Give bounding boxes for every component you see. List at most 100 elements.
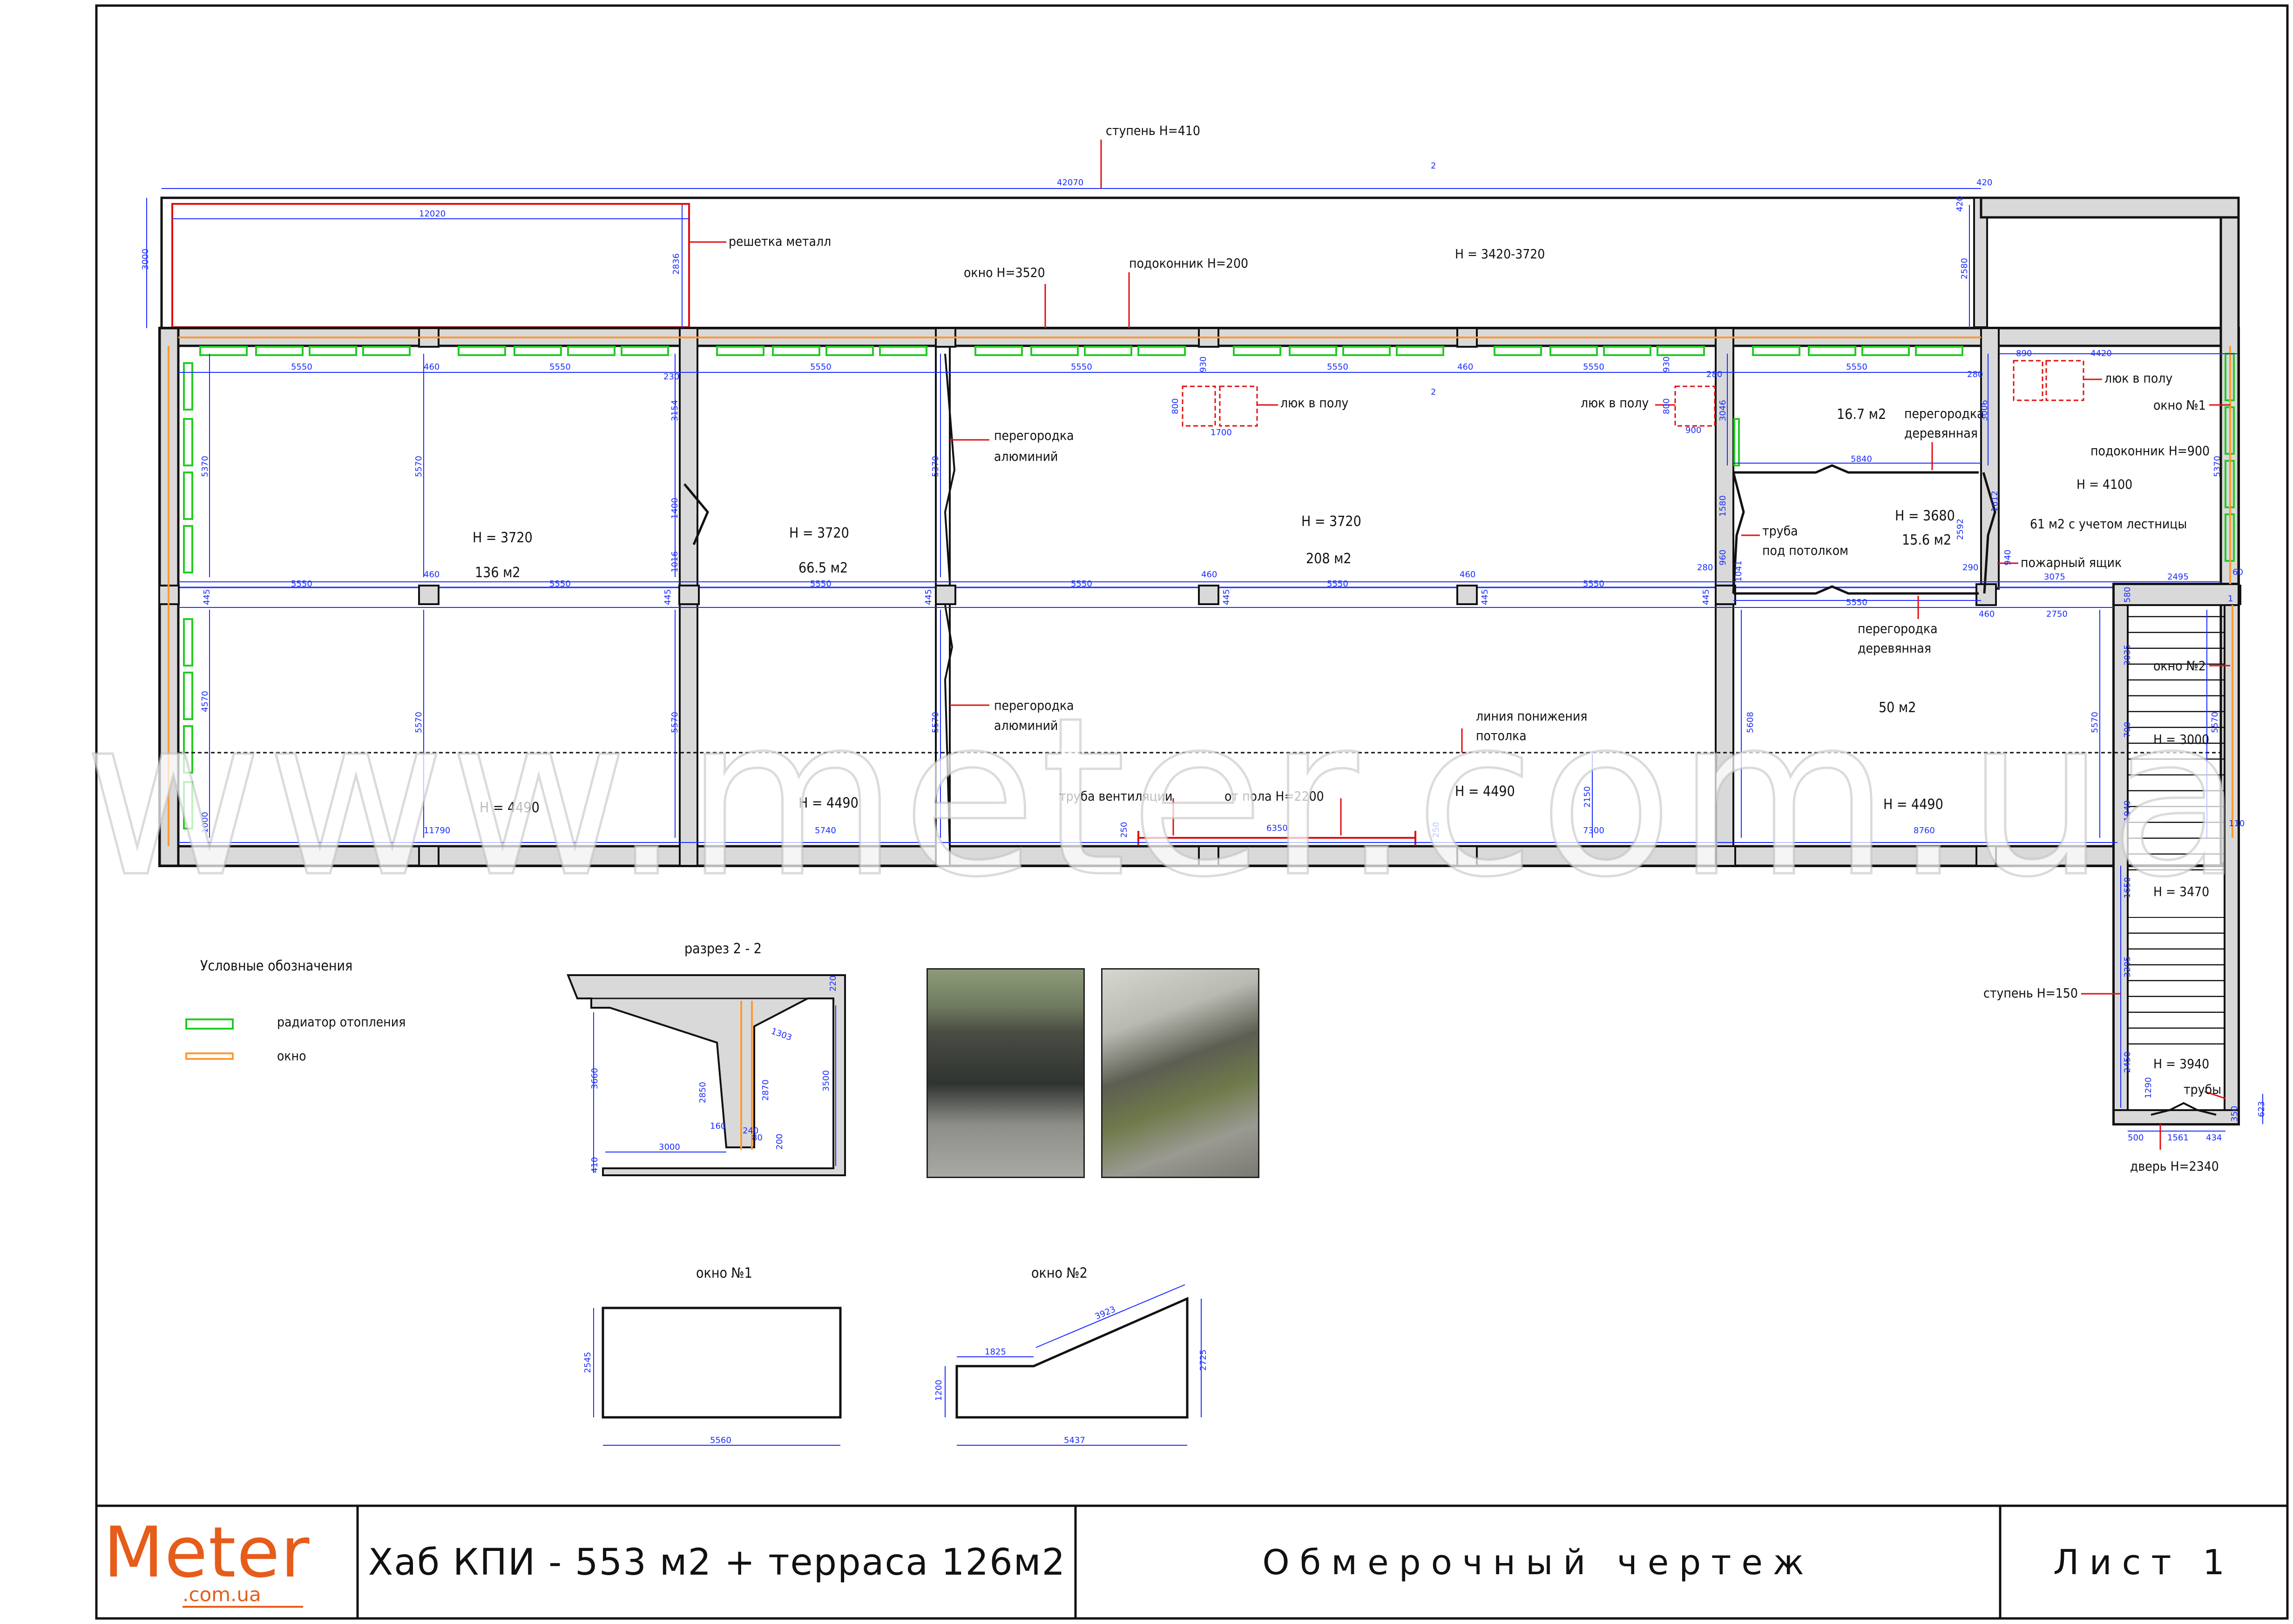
svg-text:42070: 42070: [1057, 178, 1083, 188]
svg-text:800: 800: [1662, 398, 1671, 414]
svg-text:2: 2: [1431, 161, 1436, 171]
note-window2: окно №2: [2153, 658, 2206, 674]
svg-text:2850: 2850: [698, 1082, 708, 1103]
svg-text:434: 434: [2206, 1133, 2222, 1143]
windows: [168, 337, 2233, 846]
note-partition-al-2b: алюминий: [994, 718, 1058, 733]
svg-text:930: 930: [1662, 357, 1671, 372]
svg-text:3923: 3923: [1094, 1304, 1117, 1321]
svg-text:445: 445: [1480, 589, 1490, 605]
room5-area: 15.6 м2: [1902, 532, 1951, 548]
svg-text:580: 580: [2123, 587, 2132, 603]
note-partition-al-1a: перегородка: [994, 428, 1074, 443]
svg-text:240: 240: [743, 1126, 758, 1136]
note-grate: решетка металл: [729, 234, 831, 249]
svg-text:280: 280: [1706, 370, 1722, 379]
note-hatch2: люк в полу: [1581, 395, 1649, 411]
note-step150: ступень H=150: [1983, 985, 2078, 1001]
legend: Условные обозначения радиатор отопления …: [185, 958, 406, 1064]
note-door: дверь H=2340: [2130, 1159, 2219, 1174]
note-partition-al-1b: алюминий: [994, 449, 1058, 464]
svg-text:5550: 5550: [1583, 362, 1604, 372]
room3-area: 208 м2: [1306, 551, 1352, 567]
legend-radiator: радиатор отопления: [277, 1014, 406, 1030]
window-no1-detail: окно №1 2545 5560: [583, 1265, 842, 1446]
svg-text:3154: 3154: [670, 400, 680, 421]
photo-terrace-2: [1101, 968, 1259, 1178]
svg-text:250: 250: [1119, 822, 1129, 838]
svg-text:2545: 2545: [583, 1352, 593, 1373]
note-pipes: трубы: [2184, 1082, 2221, 1097]
svg-text:230: 230: [663, 372, 679, 382]
room6-height2: H = 4490: [1883, 796, 1943, 813]
note-partition-wood-2b: деревянная: [1858, 640, 1931, 656]
svg-text:460: 460: [424, 570, 440, 580]
svg-text:460: 460: [1979, 609, 1995, 619]
svg-text:200: 200: [775, 1134, 785, 1150]
note-partition-wood-1b: деревянная: [1904, 425, 1978, 441]
svg-text:5570: 5570: [414, 456, 424, 477]
svg-text:5550: 5550: [1071, 362, 1092, 372]
room-labels: H = 3720 136 м2 H = 4490 H = 3720 66.5 м…: [473, 406, 1955, 816]
svg-text:2580: 2580: [1960, 258, 1969, 279]
note-partition-wood-1a: перегородка: [1904, 406, 1984, 421]
note-h3470: H = 3470: [2153, 884, 2209, 899]
svg-text:280: 280: [1697, 563, 1713, 573]
svg-text:420: 420: [1976, 178, 1992, 188]
svg-text:5570: 5570: [414, 712, 424, 733]
room2-height: H = 3720: [789, 525, 849, 541]
svg-text:2150: 2150: [1583, 786, 1592, 808]
svg-text:80: 80: [752, 1133, 763, 1143]
room3-height2: H = 4490: [1455, 783, 1515, 800]
svg-text:5550: 5550: [1583, 579, 1604, 589]
note-h3420: H = 3420-3720: [1455, 246, 1545, 262]
svg-text:5550: 5550: [549, 579, 571, 589]
sheet-frame: [95, 4, 2289, 1620]
note-pipe-ceiling-b: под потолком: [1762, 543, 1848, 558]
svg-text:5570: 5570: [2210, 712, 2220, 733]
dimension-values: 42070 12020 420 420 3000 2836 2580 5550 …: [141, 161, 2266, 1143]
note-step410: ступень H=410: [1106, 123, 1200, 138]
svg-text:460: 460: [1460, 570, 1475, 580]
svg-text:3046: 3046: [1718, 400, 1728, 421]
svg-text:1700: 1700: [1211, 428, 1232, 438]
svg-text:250: 250: [1431, 822, 1441, 838]
svg-text:5570: 5570: [931, 712, 940, 733]
svg-text:5550: 5550: [1071, 579, 1092, 589]
room1-area: 136 м2: [475, 565, 521, 581]
photo-terrace-1: [927, 968, 1085, 1178]
svg-text:1290: 1290: [2144, 1077, 2153, 1098]
svg-text:1016: 1016: [670, 551, 680, 573]
svg-text:5370: 5370: [931, 456, 940, 477]
svg-text:900: 900: [1685, 425, 1701, 435]
svg-text:5370: 5370: [2212, 456, 2222, 477]
note-hatch1: люк в полу: [1280, 395, 1348, 411]
svg-text:5550: 5550: [810, 579, 832, 589]
leader-lines: [689, 140, 2230, 1150]
svg-text:5740: 5740: [815, 826, 836, 836]
svg-text:7300: 7300: [1583, 826, 1604, 836]
svg-text:5550: 5550: [549, 362, 571, 372]
logo-main: Meter: [103, 1512, 311, 1593]
svg-text:12020: 12020: [419, 209, 446, 219]
svg-text:3035: 3035: [2123, 644, 2132, 666]
legend-window-swatch: [185, 1052, 234, 1060]
project-title: Хаб КПИ - 553 м2 + терраса 126м2: [368, 1542, 1066, 1584]
floor-hatches: [1182, 360, 2084, 427]
svg-text:60: 60: [2232, 567, 2243, 577]
svg-text:460: 460: [1457, 362, 1473, 372]
note-area61: 61 м2 с учетом лестницы: [2030, 516, 2187, 532]
logo-sub: .com.ua: [183, 1583, 303, 1608]
note-window3520: окно H=3520: [964, 265, 1045, 280]
note-h3000: H = 3000: [2153, 732, 2209, 747]
note-h4100: H = 4100: [2077, 477, 2132, 492]
room1-height2: H = 4490: [480, 800, 540, 816]
svg-text:940: 940: [2003, 550, 2013, 566]
document-type: Обмерочный чертеж: [1262, 1543, 1814, 1583]
room1-height: H = 3720: [473, 530, 533, 546]
svg-text:460: 460: [424, 362, 440, 372]
svg-text:1: 1: [2228, 594, 2233, 604]
room4-area: 16.7 м2: [1837, 406, 1886, 423]
svg-text:1580: 1580: [1718, 495, 1728, 517]
